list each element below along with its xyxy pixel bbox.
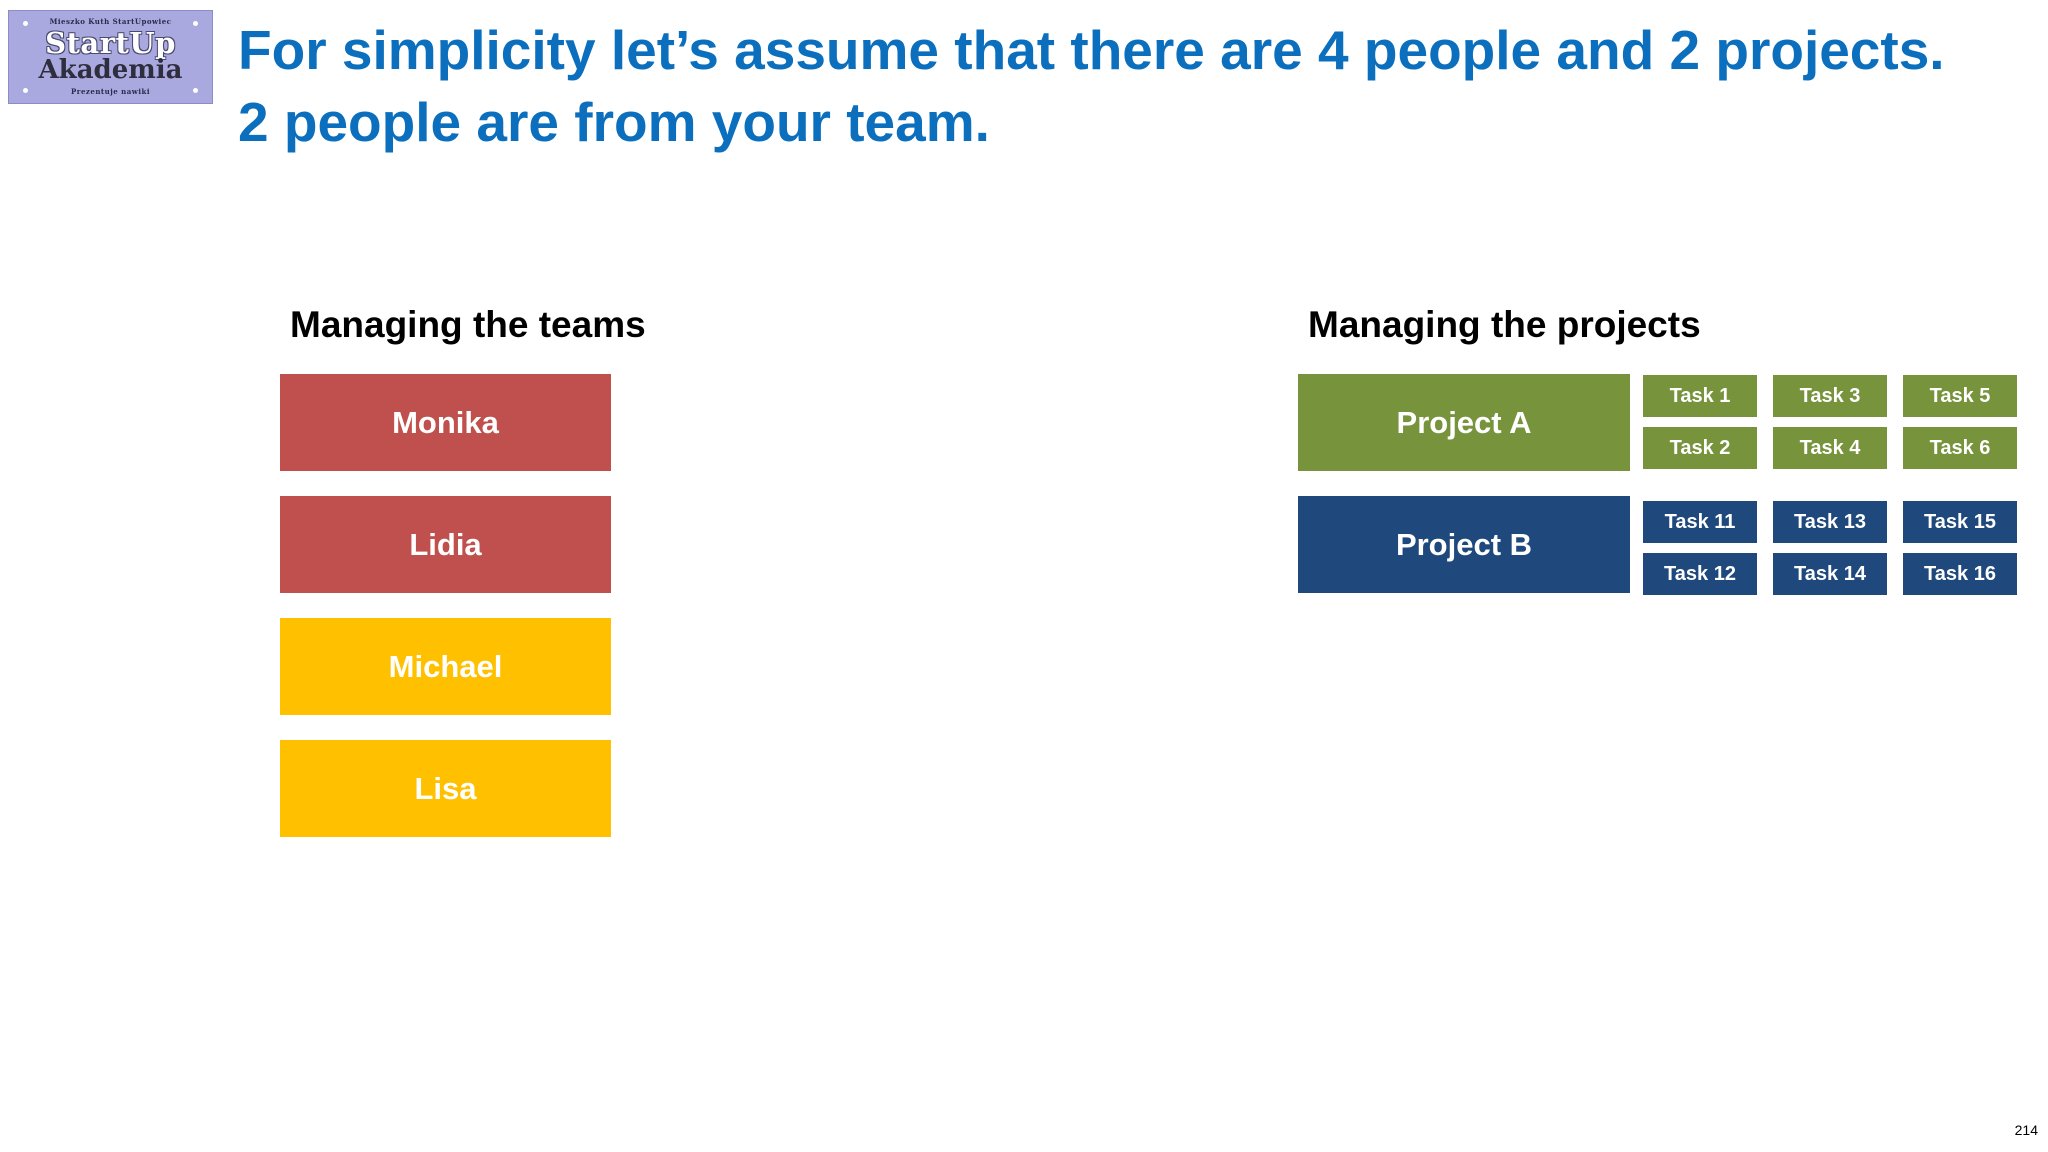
logo-dot — [23, 88, 28, 93]
teams-heading: Managing the teams — [290, 304, 646, 345]
project-box-b: Project B — [1298, 496, 1630, 593]
logo-dot — [23, 21, 28, 26]
person-box-monika: Monika — [280, 374, 611, 471]
projects-heading: Managing the projects — [1308, 304, 1701, 345]
task-box-14: Task 14 — [1773, 553, 1887, 595]
task-box-2: Task 2 — [1643, 427, 1757, 469]
logo-tagline-top: Mieszko Kuth StartUpowiec — [49, 17, 172, 26]
logo-dot — [193, 88, 198, 93]
task-box-12: Task 12 — [1643, 553, 1757, 595]
task-box-1: Task 1 — [1643, 375, 1757, 417]
slide-title: For simplicity let’s assume that there a… — [238, 19, 1945, 153]
logo-dot — [193, 21, 198, 26]
task-box-11: Task 11 — [1643, 501, 1757, 543]
task-box-3: Task 3 — [1773, 375, 1887, 417]
person-box-michael: Michael — [280, 618, 611, 715]
person-box-lisa: Lisa — [280, 740, 611, 837]
logo-tagline-bottom: Prezentuje nawiki — [71, 87, 150, 96]
task-box-15: Task 15 — [1903, 501, 2017, 543]
task-box-16: Task 16 — [1903, 553, 2017, 595]
person-box-lidia: Lidia — [280, 496, 611, 593]
task-box-13: Task 13 — [1773, 501, 1887, 543]
task-box-4: Task 4 — [1773, 427, 1887, 469]
logo-brand-line2: Akademia — [38, 55, 183, 85]
logo-brand-line1: StartUp — [45, 26, 176, 60]
startup-akademia-logo: Mieszko Kuth StartUpowiec StartUp Akadem… — [8, 10, 213, 104]
project-box-a: Project A — [1298, 374, 1630, 471]
page-number: 214 — [2014, 1122, 2038, 1138]
task-box-5: Task 5 — [1903, 375, 2017, 417]
task-box-6: Task 6 — [1903, 427, 2017, 469]
